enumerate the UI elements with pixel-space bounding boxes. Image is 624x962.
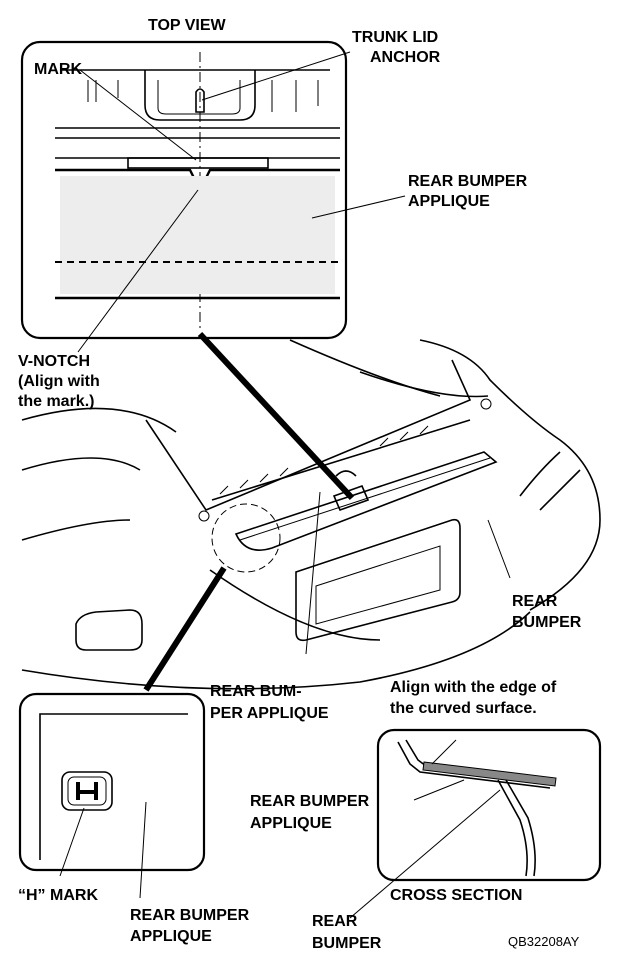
rear-bumper-applique-cs-label-2: APPLIQUE xyxy=(250,815,332,832)
bumper-section-line-2 xyxy=(505,779,536,877)
trunk-sill xyxy=(211,419,471,501)
align-edge-label-1: Align with the edge of xyxy=(390,679,557,696)
rear-bumper-leader xyxy=(487,519,511,579)
applique-bl-leader xyxy=(139,801,147,899)
car-rear-illustration xyxy=(21,339,601,690)
h-mark-callout-circle xyxy=(211,503,281,573)
top-view-inset xyxy=(20,40,406,353)
applique-on-car-line xyxy=(239,457,491,541)
h-mark-corner-line xyxy=(39,713,188,744)
bumper-side-outline xyxy=(419,339,601,611)
applique-mid-leader xyxy=(305,491,321,655)
mark-leader xyxy=(79,69,197,161)
bumper-section-line-1 xyxy=(497,779,528,877)
trunk-lid-recess-inner xyxy=(157,80,241,115)
car-body-line-2 xyxy=(21,457,141,471)
align-edge-label-2: the curved surface. xyxy=(390,700,537,717)
rear-bumper-label-1: REAR xyxy=(512,593,558,610)
car-body-line-1 xyxy=(21,407,177,433)
align-edge-leader xyxy=(431,739,457,765)
rear-bumper-applique-bl-label-2: APPLIQUE xyxy=(130,928,212,945)
mark-label: MARK xyxy=(34,61,82,78)
rear-bumper-applique-top-label-2: APPLIQUE xyxy=(408,193,490,210)
trunk-lid-anchor-label-2: ANCHOR xyxy=(370,49,441,66)
h-emblem-glyph xyxy=(76,782,98,800)
rear-bumper-applique-top-label-1: REAR BUMPER xyxy=(408,173,528,190)
car-body-line-3 xyxy=(21,519,131,541)
cross-section-label: CROSS SECTION xyxy=(390,887,522,904)
h-mark-connector xyxy=(143,566,227,692)
bumper-bottom-outline xyxy=(21,611,531,690)
h-emblem-inner xyxy=(67,776,107,806)
bumper-reflector-1 xyxy=(519,451,561,497)
trunk-sill-ribs xyxy=(219,425,429,495)
bolt-right xyxy=(480,398,492,410)
trunk-latch xyxy=(335,470,357,477)
rear-bumper-applique-mid-label-1: REAR BUM- xyxy=(210,683,302,700)
applique-strip xyxy=(127,157,269,169)
applique-shaded-area xyxy=(60,176,335,294)
applique-on-car xyxy=(234,451,498,551)
h-mark-leader xyxy=(59,807,85,877)
trunk-lid-anchor-shape xyxy=(195,88,205,113)
trunk-anchor-leader xyxy=(201,51,351,101)
rear-bumper-bottom-label-2: BUMPER xyxy=(312,935,382,952)
trunk-opening xyxy=(145,359,472,511)
trunk-ridges xyxy=(87,80,319,112)
v-notch-label-1: V-NOTCH xyxy=(18,353,90,370)
trunk-anchor-on-car xyxy=(332,484,370,512)
rear-bumper-applique-bl-label-1: REAR BUMPER xyxy=(130,907,250,924)
applique-cs-leader xyxy=(413,779,465,801)
trunk-lid-anchor-label-1: TRUNK LID xyxy=(352,29,438,46)
rear-bumper-applique-cs-label-1: REAR BUMPER xyxy=(250,793,370,810)
rear-glass-line xyxy=(289,339,441,397)
applique-top-leader xyxy=(311,195,406,219)
fog-light xyxy=(75,609,143,651)
applique-cross-section xyxy=(422,761,557,787)
license-plate-recess xyxy=(295,518,461,642)
rear-bumper-bottom-leader xyxy=(349,789,501,919)
rear-glass-line-2 xyxy=(359,371,489,398)
v-notch-label-3: the mark.) xyxy=(18,393,94,410)
h-emblem-outer xyxy=(61,771,113,811)
top-view-connector xyxy=(197,331,355,501)
bolt-left xyxy=(198,510,210,522)
v-notch-leader xyxy=(77,189,199,353)
license-plate-inner xyxy=(315,545,441,625)
bumper-reflector-2 xyxy=(539,469,581,511)
cross-section-inset xyxy=(349,728,602,919)
v-notch-label-2: (Align with xyxy=(18,373,100,390)
rear-bumper-applique-mid-label-2: PER APPLIQUE xyxy=(210,705,329,722)
h-mark-inset xyxy=(18,692,206,899)
cross-section-frame xyxy=(376,728,602,882)
rear-bumper-label-2: BUMPER xyxy=(512,614,582,631)
figure-code: QB32208AY xyxy=(508,934,580,949)
bumper-contour xyxy=(209,569,381,641)
h-mark-label: “H” MARK xyxy=(18,887,98,904)
top-view-label: TOP VIEW xyxy=(148,17,227,34)
bumper-curve-outer xyxy=(397,741,551,789)
rear-bumper-bottom-label-1: REAR xyxy=(312,913,358,930)
